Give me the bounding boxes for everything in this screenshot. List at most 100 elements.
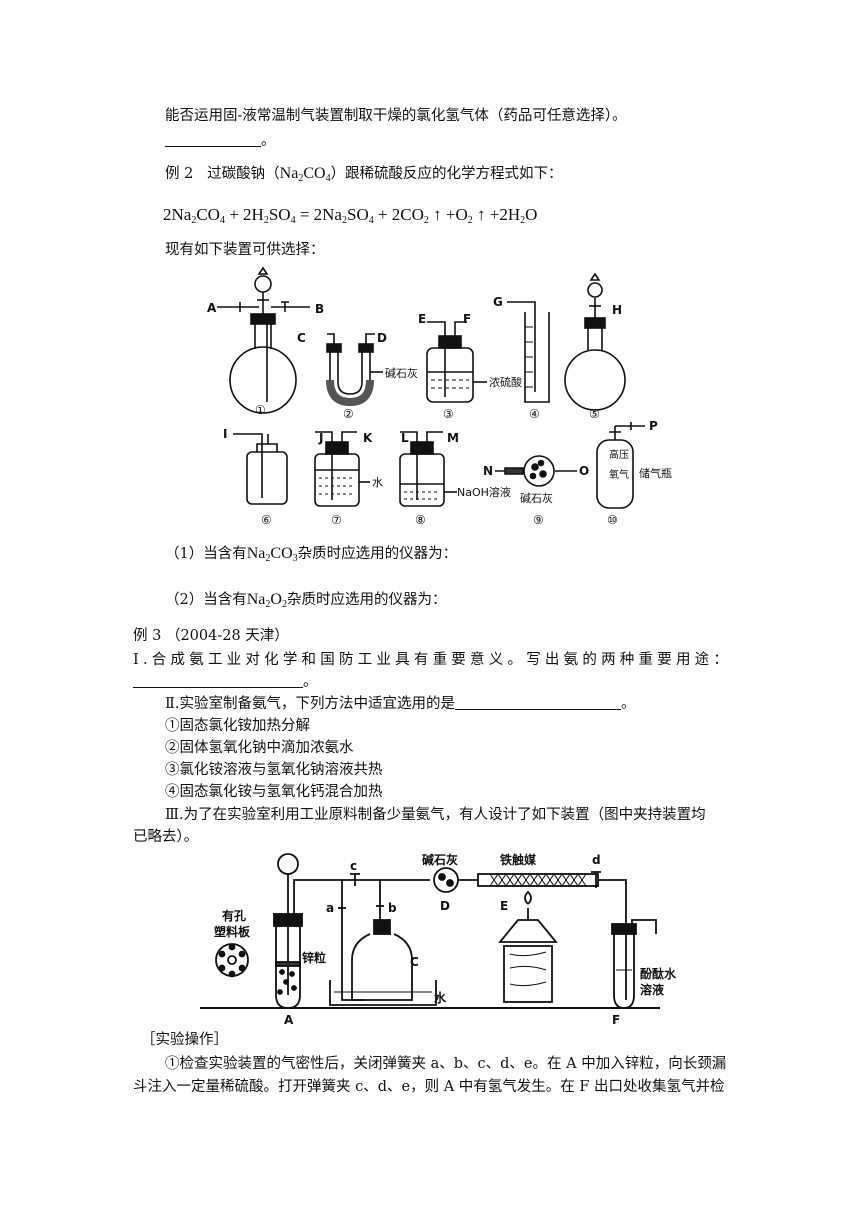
num-6: ⑥ <box>261 513 272 527</box>
example-2-label: 例 2 <box>165 166 194 182</box>
question-1-a: （1）当含有 <box>165 546 247 562</box>
example-2-heading: 例 2 过碳酸钠（Na2CO4）跟稀硫酸反应的化学方程式如下： <box>165 164 563 189</box>
label-B: B <box>315 302 324 316</box>
num-5: ⑤ <box>589 407 600 421</box>
device-D-drying-tube <box>433 867 478 893</box>
num-8: ⑧ <box>415 513 426 527</box>
question-2-a: （2）当含有 <box>165 592 247 608</box>
operation-1-line-1: ①检查实验装置的气密性后，关闭弹簧夹 a、b、c、d、e。在 A 中加入锌粒，向… <box>165 1056 727 1072</box>
label-J: J <box>318 431 323 445</box>
part-1-blank-line: 。 <box>133 672 318 692</box>
label-naoh: NaOH溶液 <box>457 485 511 499</box>
label-soda-lime-2: 碱石灰 <box>520 491 553 505</box>
label-c: c <box>350 859 357 873</box>
answer-blank-line: 。 <box>165 131 276 151</box>
label-E-fig2: E <box>500 899 508 913</box>
apparatus-figure-2: 碱石灰 铁触媒 c d a b D E C A F 有孔 塑料板 锌粒 水 酚酞… <box>200 852 677 1025</box>
device-10-cylinder <box>596 422 645 509</box>
formula-na2o2: Na2O2 <box>246 591 287 610</box>
num-1: ① <box>255 403 266 417</box>
device-E-burner <box>498 890 558 1003</box>
num-9: ⑨ <box>533 513 544 527</box>
device-6-bottle <box>233 433 288 505</box>
label-G: G <box>493 295 503 309</box>
operation-1-line-2: 斗注入一定量稀硫酸。打开弹簧夹 c、d、e，则 A 中有氢气发生。在 F 出口处… <box>133 1079 725 1095</box>
num-10: ⑩ <box>607 513 618 527</box>
label-water-fig2: 水 <box>434 990 447 1005</box>
label-soda-lime-fig2: 碱石灰 <box>422 852 458 867</box>
num-4: ④ <box>529 407 540 421</box>
question-2: （2）当含有Na2O2杂质时应选用的仪器为： <box>165 590 446 615</box>
label-phenolphthalein-1: 酚酞水 <box>640 966 677 981</box>
label-L: L <box>401 431 409 445</box>
part-3-line-2: 已略去）。 <box>133 829 199 845</box>
part-1-blank <box>133 673 303 688</box>
device-C-bottle <box>351 919 413 1001</box>
label-cylinder-text-2: 氧气 <box>609 468 629 481</box>
label-H: H <box>612 303 622 317</box>
example-2-text-a: 过碳酸钠（ <box>207 166 280 182</box>
part-2-question: Ⅱ.实验室制备氨气，下列方法中适宜选用的是 <box>165 696 455 712</box>
example-2-text-b: ）跟稀硫酸反应的化学方程式如下： <box>330 166 563 182</box>
label-board-1: 有孔 <box>222 908 246 923</box>
device-7-bottle <box>314 431 370 507</box>
option-2: ②固体氢氧化钠中滴加浓氨水 <box>165 740 354 756</box>
label-zinc: 锌粒 <box>302 950 326 965</box>
part-2-blank <box>454 695 621 710</box>
period: 。 <box>261 133 276 149</box>
answer-blank <box>165 132 261 147</box>
device-9-drying-tube <box>495 455 577 487</box>
question-1-b: 杂质时应选用的仪器为： <box>297 546 458 562</box>
label-board-2: 塑料板 <box>214 924 251 939</box>
label-phenolphthalein-2: 溶液 <box>640 982 664 997</box>
label-A-fig2: A <box>284 1013 294 1025</box>
device-8-bottle <box>399 431 457 507</box>
label-I: I <box>223 427 227 441</box>
option-4: ④固态氯化铵与氢氧化钙混合加热 <box>165 784 383 800</box>
device-E-catalyst-tube <box>477 873 599 887</box>
part-2-period: 。 <box>620 696 636 712</box>
label-D-fig2: D <box>440 899 450 913</box>
example-3-heading: 例 3 （2004-28 天津） <box>133 628 289 644</box>
label-soda-lime: 碱石灰 <box>385 366 418 380</box>
chemical-equation: 2Na2CO4 + 2H2SO4 = 2Na2SO4 + 2CO2 ↑ +O2 … <box>163 205 538 226</box>
operation-header: ［实验操作］ <box>141 1032 228 1048</box>
num-7: ⑦ <box>331 513 342 527</box>
label-C-fig2: C <box>410 955 419 969</box>
label-b: b <box>388 901 397 915</box>
formula-na2co4: Na2CO4 <box>279 165 331 184</box>
option-1: ①固态氯化铵加热分解 <box>165 718 310 734</box>
label-K: K <box>363 431 373 445</box>
label-cylinder-text: 高压 <box>609 448 629 461</box>
question-1: （1）当含有Na2CO3杂质时应选用的仪器为： <box>165 544 457 569</box>
label-M: M <box>447 431 459 445</box>
label-A: A <box>207 301 217 315</box>
line-question-hcl: 能否运用固-液常温制气装置制取干燥的氯化氢气体（药品可任意选择）。 <box>165 108 627 124</box>
devices-intro: 现有如下装置可供选择： <box>165 242 325 258</box>
label-E: E <box>418 312 426 326</box>
option-3: ③氯化铵溶液与氢氧化钠溶液共热 <box>165 762 383 778</box>
part-1-text: Ⅰ.合成氨工业对化学和国防工业具有重要意义。写出氨的两种重要用途： <box>133 652 730 668</box>
label-storage-bottle: 储气瓶 <box>639 466 672 480</box>
part-3-line-1: Ⅲ.为了在实验室利用工业原料制备少量氨气，有人设计了如下装置（图中夹持装置均 <box>165 807 706 823</box>
label-D: D <box>377 331 387 345</box>
label-conc-h2so4: 浓硫酸 <box>489 375 522 389</box>
device-4-cylinder <box>507 301 550 403</box>
part-2-text: Ⅱ.实验室制备氨气，下列方法中适宜选用的是 。 <box>165 694 635 714</box>
label-F-fig2: F <box>612 1013 620 1025</box>
label-O: O <box>579 464 589 478</box>
label-water: 水 <box>372 476 383 489</box>
label-a: a <box>326 901 334 915</box>
perforated-board <box>215 943 249 978</box>
formula-na2co3: Na2CO3 <box>246 545 298 564</box>
part-1-period: 。 <box>303 674 318 690</box>
device-1-flask <box>217 266 310 414</box>
device-5-flask <box>564 272 626 411</box>
device-A-tube <box>273 853 342 1009</box>
label-catalyst: 铁触媒 <box>500 852 537 867</box>
label-N: N <box>483 464 493 478</box>
label-C: C <box>297 331 306 345</box>
apparatus-figure-1: A B C D E F G H I J K L M N O P 碱石灰 浓硫酸 … <box>207 266 672 527</box>
num-2: ② <box>343 407 354 421</box>
label-F: F <box>463 312 471 326</box>
